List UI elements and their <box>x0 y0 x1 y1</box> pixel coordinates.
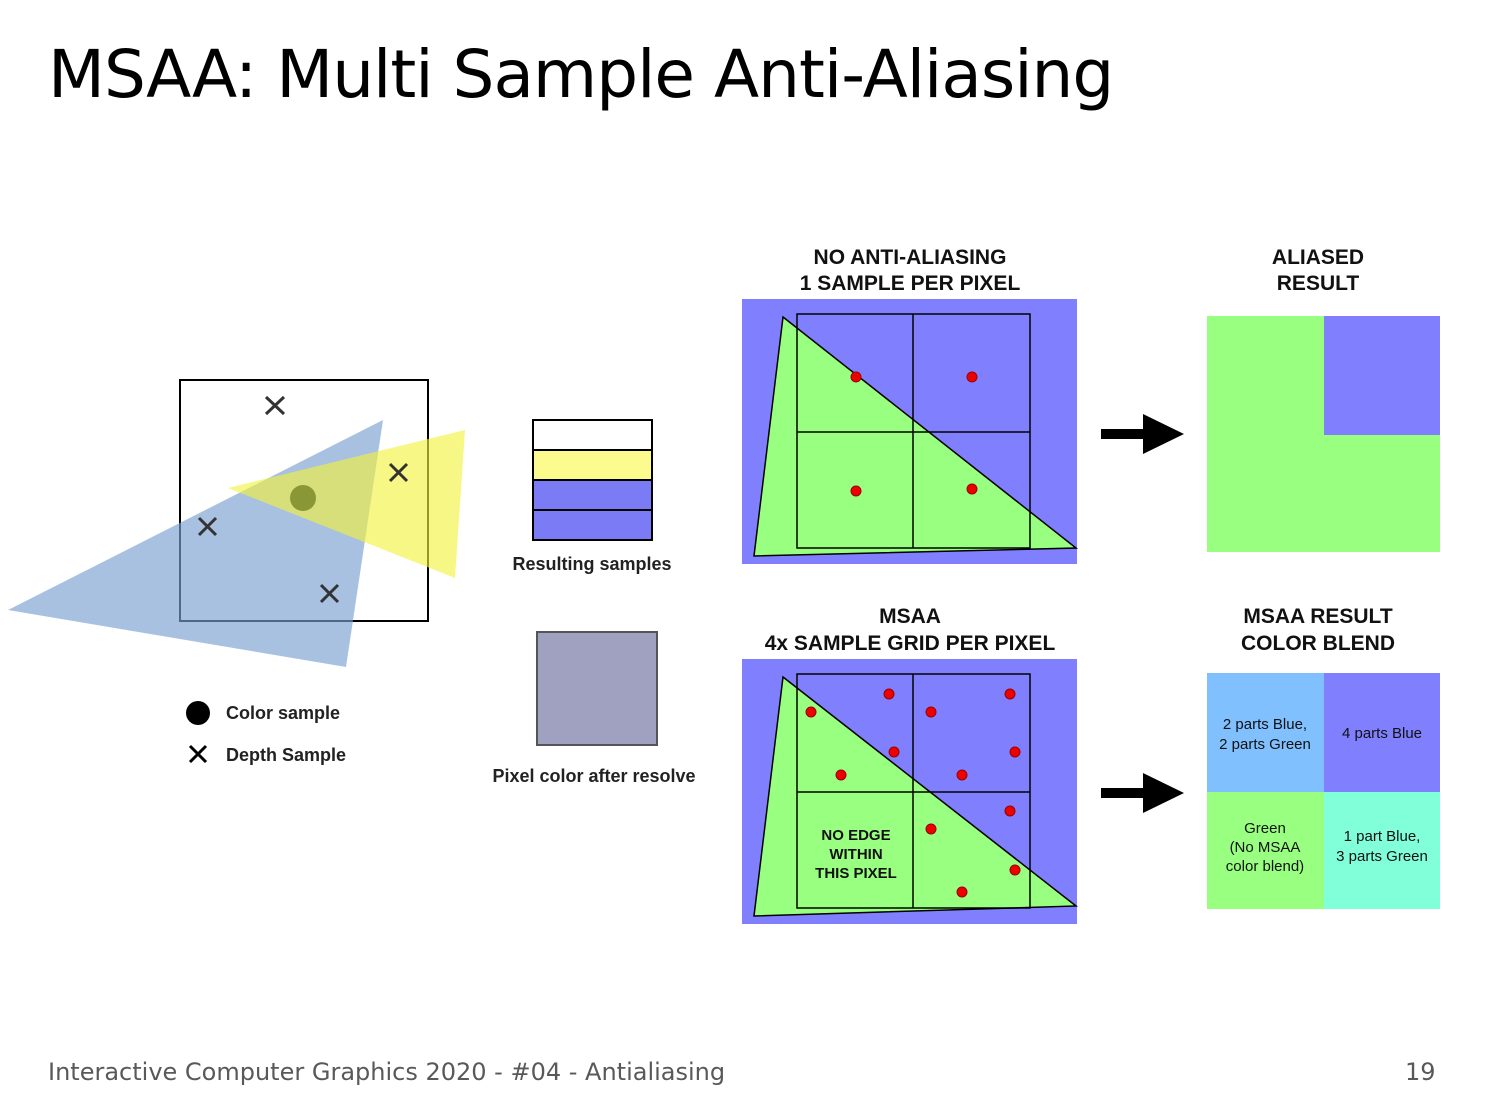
msaa-heading-1: MSAA <box>879 605 941 628</box>
sample-point <box>850 485 862 497</box>
cell-br-line-1: 1 part Blue, <box>1344 828 1421 845</box>
sample-slot-blue-1 <box>532 479 653 511</box>
no-edge-line-2: WITHIN <box>829 846 882 863</box>
sample-point <box>1009 746 1021 758</box>
sample-point <box>966 371 978 383</box>
bottom-arrow-icon <box>1101 773 1184 813</box>
legend-color-sample-icon <box>186 701 210 725</box>
msaa-result-heading-2: COLOR BLEND <box>1241 632 1395 655</box>
legend-depth-sample-label: Depth Sample <box>226 745 346 765</box>
sample-point <box>850 371 862 383</box>
resolved-pixel-swatch <box>536 631 658 746</box>
no-edge-line-3: THIS PIXEL <box>815 865 897 882</box>
sample-slot-blue-2 <box>532 509 653 541</box>
page-number: 19 <box>1405 1058 1436 1086</box>
blend-cell-bottom-left <box>1207 792 1324 909</box>
blend-cell-top-left <box>1207 673 1324 792</box>
cell-bl-line-1: Green <box>1244 820 1286 837</box>
depth-sample-x <box>319 583 340 604</box>
msaa-result-heading-1: MSAA RESULT <box>1243 605 1393 628</box>
depth-sample-x <box>264 395 286 416</box>
cell-bl-line-2: (No MSAA <box>1230 839 1301 856</box>
sample-point <box>888 746 900 758</box>
blue-triangle <box>8 420 383 667</box>
blend-cell-bottom-right <box>1324 792 1440 909</box>
depth-sample-x <box>197 516 218 537</box>
sample-point <box>1004 688 1016 700</box>
resulting-samples-label: Resulting samples <box>512 554 671 574</box>
cell-tl-line-2: 2 parts Green <box>1219 736 1311 753</box>
msaa-pixel-grid <box>796 673 1031 909</box>
cell-tl-line-1: 2 parts Blue, <box>1223 716 1307 733</box>
msaa-heading-2: 4x SAMPLE GRID PER PIXEL <box>765 632 1056 655</box>
slide-footer: Interactive Computer Graphics 2020 - #04… <box>48 1058 726 1086</box>
color-sample-dot <box>290 485 316 511</box>
cell-bl-line-3: color blend) <box>1226 858 1304 875</box>
sample-point <box>835 769 847 781</box>
sample-point <box>925 823 937 835</box>
msaa-result-grid <box>1207 673 1440 909</box>
legend-depth-sample-icon <box>188 744 208 764</box>
no-aa-pixel-grid <box>796 313 1031 549</box>
top-arrow-icon <box>1101 414 1184 454</box>
msaa-samples <box>805 688 1021 898</box>
no-aa-panel: NO ANTI-ALIASING 1 SAMPLE PER PIXEL ALIA… <box>742 246 1440 564</box>
aliased-heading-1: ALIASED <box>1272 246 1364 269</box>
no-aa-heading-1: NO ANTI-ALIASING <box>814 246 1007 269</box>
sample-point <box>925 706 937 718</box>
resulting-samples-stack: Resulting samples Pixel color after reso… <box>492 419 696 786</box>
sample-point <box>1009 864 1021 876</box>
aliased-heading-2: RESULT <box>1277 272 1360 295</box>
depth-sample-x <box>388 462 409 483</box>
sample-point <box>956 886 968 898</box>
aliased-result-grid <box>1207 316 1440 552</box>
msaa-panel: MSAA 4x SAMPLE GRID PER PIXEL NO EDGE WI… <box>742 605 1440 924</box>
sample-point <box>805 706 817 718</box>
cell-br-line-2: 3 parts Green <box>1336 848 1428 865</box>
sample-point <box>883 688 895 700</box>
sample-point <box>966 483 978 495</box>
pixel-color-label: Pixel color after resolve <box>492 766 695 786</box>
blend-cell-top-right <box>1324 673 1440 792</box>
sample-slot-yellow <box>532 449 653 481</box>
no-aa-heading-2: 1 SAMPLE PER PIXEL <box>800 272 1021 295</box>
no-aa-samples <box>850 371 978 497</box>
no-edge-line-1: NO EDGE <box>821 827 890 844</box>
sample-slot-white <box>532 419 653 451</box>
slide-title: MSAA: Multi Sample Anti-Aliasing <box>48 36 1114 113</box>
depth-sample-marks <box>197 395 409 604</box>
legend-color-sample-label: Color sample <box>226 703 340 723</box>
cell-tr: 4 parts Blue <box>1342 725 1422 742</box>
sample-point <box>1004 805 1016 817</box>
sample-pattern-figure: Color sample Depth Sample <box>8 379 465 765</box>
sample-point <box>956 769 968 781</box>
